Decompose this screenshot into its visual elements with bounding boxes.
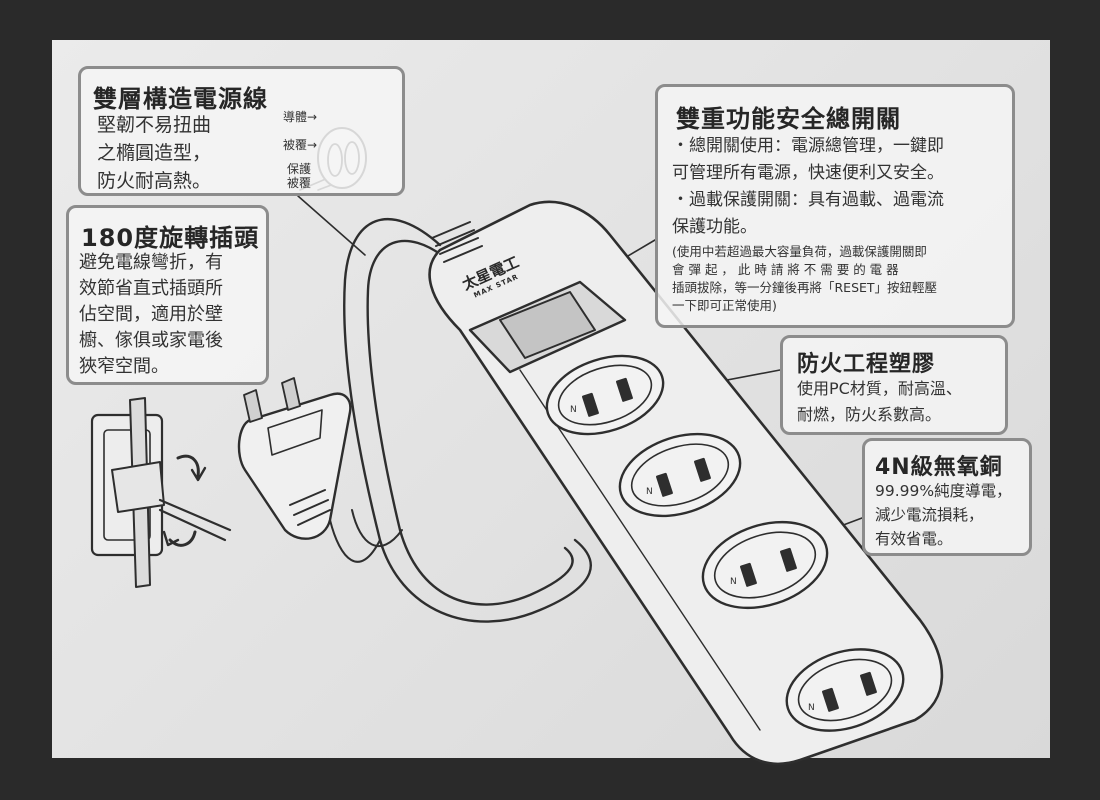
switch-note-line: 插頭拔除，等一分鐘後再將「RESET」按鈕輕壓 <box>672 280 938 295</box>
socket-mark-n: N <box>646 487 653 497</box>
copper-card-line: 99.99%純度導電， <box>875 482 1012 500</box>
copper-feature-card: 4N級無氧銅 99.99%純度導電， 減少電流損耗， 有效省電。 <box>862 438 1032 556</box>
cable-card-text: 堅韌不易扭曲 之橢圓造型， 防火耐高熱。 <box>97 111 211 195</box>
outlet-2 <box>618 432 742 518</box>
label-protect-2: 被覆 <box>287 176 312 190</box>
leader-cable <box>297 195 366 256</box>
copper-card-title: 4N級無氧銅 <box>875 455 1003 480</box>
switch-note-line: 會 彈 起 ， 此 時 請 將 不 需 要 的 電 器 <box>672 262 899 277</box>
copper-card-text: 99.99%純度導電， 減少電流損耗， 有效省電。 <box>875 479 1012 551</box>
plastic-card-text: 使用PC材質，耐高溫、 耐燃，防火系數高。 <box>797 376 962 428</box>
switch-card-line: 可管理所有電源，快速便利又安全。 <box>672 163 944 183</box>
cable-inner <box>366 239 574 606</box>
plug-card-line: 櫥、傢俱或家電後 <box>79 330 223 351</box>
switch-feature-card: 雙重功能安全總開關 ・總開關使用：電源總管理，一鍵即 可管理所有電源，快速便利又… <box>655 84 1015 328</box>
plastic-card-line: 使用PC材質，耐高溫、 <box>797 379 962 398</box>
cable-card-title: 雙層構造電源線 <box>93 85 268 113</box>
cable-outer <box>343 218 592 623</box>
switch-note-line: 一下即可正常使用) <box>672 298 777 313</box>
plug-card-line: 狹窄空間。 <box>79 356 169 377</box>
switch-card-line: 保護功能。 <box>672 217 757 237</box>
switch-card-title: 雙重功能安全總開關 <box>676 105 901 133</box>
label-protect-1: 保護 <box>287 162 312 176</box>
cable-card-line: 堅韌不易扭曲 <box>97 114 212 136</box>
plug-card-text: 避免電線彎折，有 效節省直式插頭所 佔空間，適用於壁 櫥、傢俱或家電後 狹窄空間… <box>79 250 223 380</box>
label-insulation: 被覆→ <box>283 138 318 152</box>
plug-card-line: 佔空間，適用於壁 <box>79 304 223 325</box>
copper-card-line: 減少電流損耗， <box>875 506 984 524</box>
label-conductor: 導體→ <box>283 110 318 124</box>
plug-card-line: 避免電線彎折，有 <box>79 252 223 273</box>
switch-card-line: ・總開關使用：電源總管理，一鍵即 <box>672 136 944 156</box>
cable-feature-card: 雙層構造電源線 堅韌不易扭曲 之橢圓造型， 防火耐高熱。 導體→ 被覆→ 保護 … <box>78 66 405 196</box>
plug-card-line: 效節省直式插頭所 <box>79 278 223 299</box>
outlet-3 <box>701 520 829 610</box>
outlet-1 <box>545 354 665 436</box>
cable-card-line: 防火耐高熱。 <box>97 170 212 192</box>
switch-card-note: (使用中若超過最大容量負荷，過載保護開關即 會 彈 起 ， 此 時 請 將 不 … <box>672 243 937 315</box>
outlet-4 <box>785 648 905 732</box>
switch-card-line: ・過載保護開關：具有過載、過電流 <box>672 190 944 210</box>
switch-card-text: ・總開關使用：電源總管理，一鍵即 可管理所有電源，快速便利又安全。 ・過載保護開… <box>672 133 944 241</box>
socket-mark-n: N <box>730 577 737 587</box>
switch-rocker <box>499 291 596 359</box>
cable-card-line: 之橢圓造型， <box>97 142 212 164</box>
plastic-feature-card: 防火工程塑膠 使用PC材質，耐高溫、 耐燃，防火系數高。 <box>780 335 1008 435</box>
plug-feature-card: 180度旋轉插頭 避免電線彎折，有 效節省直式插頭所 佔空間，適用於壁 櫥、傢俱… <box>66 205 269 385</box>
copper-card-line: 有效省電。 <box>875 530 953 548</box>
plug-card-title: 180度旋轉插頭 <box>81 224 260 252</box>
socket-mark-n: N <box>808 703 815 713</box>
switch-note-line: (使用中若超過最大容量負荷，過載保護開關即 <box>672 244 927 259</box>
plastic-card-line: 耐燃，防火系數高。 <box>797 405 942 424</box>
plastic-card-title: 防火工程塑膠 <box>797 352 936 377</box>
socket-mark-n: N <box>570 405 577 415</box>
